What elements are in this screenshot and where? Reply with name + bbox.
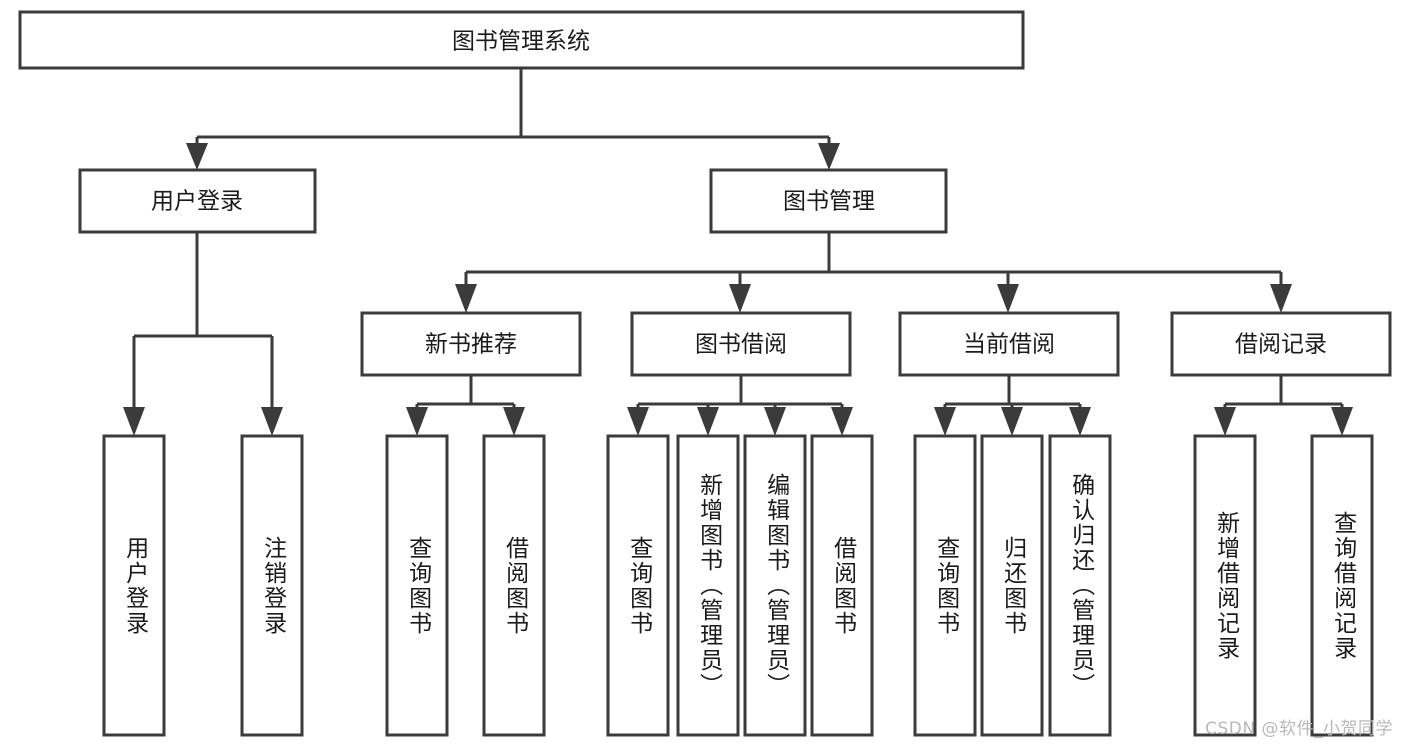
node-root-label: 图书管理系统	[452, 29, 590, 55]
leaf-box-book-borrow-4[interactable]	[810, 434, 874, 737]
arrow-head-user-login	[186, 143, 208, 170]
node-new-book-label: 新书推荐	[425, 332, 517, 358]
arrow-head-leaf-user-login	[123, 407, 145, 436]
node-book-borrow-label: 图书借阅	[695, 332, 787, 358]
leaf-box-current-borrow-2[interactable]	[980, 434, 1044, 737]
arrow-head-nb-leaf-2	[503, 407, 525, 436]
leaf-box-new-book-1[interactable]	[385, 434, 449, 737]
arrow-head-cb-leaf-3	[1069, 407, 1091, 436]
node-borrow-record-label: 借阅记录	[1235, 332, 1327, 358]
leaf-box-user-login-1[interactable]	[102, 434, 166, 737]
arrow-head-borrow-record	[1270, 284, 1292, 313]
arrow-head-bb-leaf-2	[697, 407, 719, 436]
leaf-box-new-book-2[interactable]	[482, 434, 546, 737]
arrow-head-current-borrow	[997, 284, 1019, 313]
leaf-box-book-borrow-2[interactable]	[676, 434, 740, 737]
node-user-login-label: 用户登录	[151, 189, 243, 215]
arrow-head-bb-leaf-1	[627, 407, 649, 436]
leaf-box-book-borrow-3[interactable]	[743, 434, 807, 737]
arrow-head-leaf-logout	[261, 407, 283, 436]
node-book-mgmt-box[interactable]	[709, 168, 948, 234]
nodes-group: 图书管理系统 用户登录 图书管理 新书推荐 图书借阅 当前借阅 借阅记录	[18, 10, 1392, 737]
arrow-head-book-borrow	[729, 284, 751, 313]
node-root-box[interactable]	[18, 10, 1025, 70]
leaf-box-borrow-record-1[interactable]	[1193, 434, 1257, 737]
node-current-borrow-box[interactable]	[898, 311, 1120, 377]
arrow-head-book-mgmt	[818, 143, 840, 170]
arrow-head-cb-leaf-2	[1001, 407, 1023, 436]
node-borrow-record-box[interactable]	[1170, 311, 1392, 377]
arrow-head-new-book	[455, 284, 477, 313]
node-user-login-box[interactable]	[78, 168, 317, 234]
leaf-box-user-login-2[interactable]	[240, 434, 304, 737]
node-book-mgmt-label: 图书管理	[783, 189, 875, 215]
node-book-borrow-box[interactable]	[630, 311, 852, 377]
csdn-watermark: CSDN @软件_小贺同学	[1205, 719, 1393, 739]
node-current-borrow-label: 当前借阅	[963, 332, 1055, 358]
leaf-box-borrow-record-2[interactable]	[1310, 434, 1374, 737]
leaf-box-book-borrow-1[interactable]	[606, 434, 670, 737]
leaf-box-current-borrow-1[interactable]	[913, 434, 977, 737]
arrow-head-br-leaf-1	[1214, 407, 1236, 436]
arrow-head-bb-leaf-3	[764, 407, 786, 436]
connectors-group	[123, 68, 1353, 436]
arrow-head-nb-leaf-1	[406, 407, 428, 436]
arrow-head-bb-leaf-4	[831, 407, 853, 436]
arrow-head-cb-leaf-1	[934, 407, 956, 436]
arrow-head-br-leaf-2	[1331, 407, 1353, 436]
node-new-book-box[interactable]	[360, 311, 582, 377]
leaf-box-current-borrow-3[interactable]	[1048, 434, 1112, 737]
